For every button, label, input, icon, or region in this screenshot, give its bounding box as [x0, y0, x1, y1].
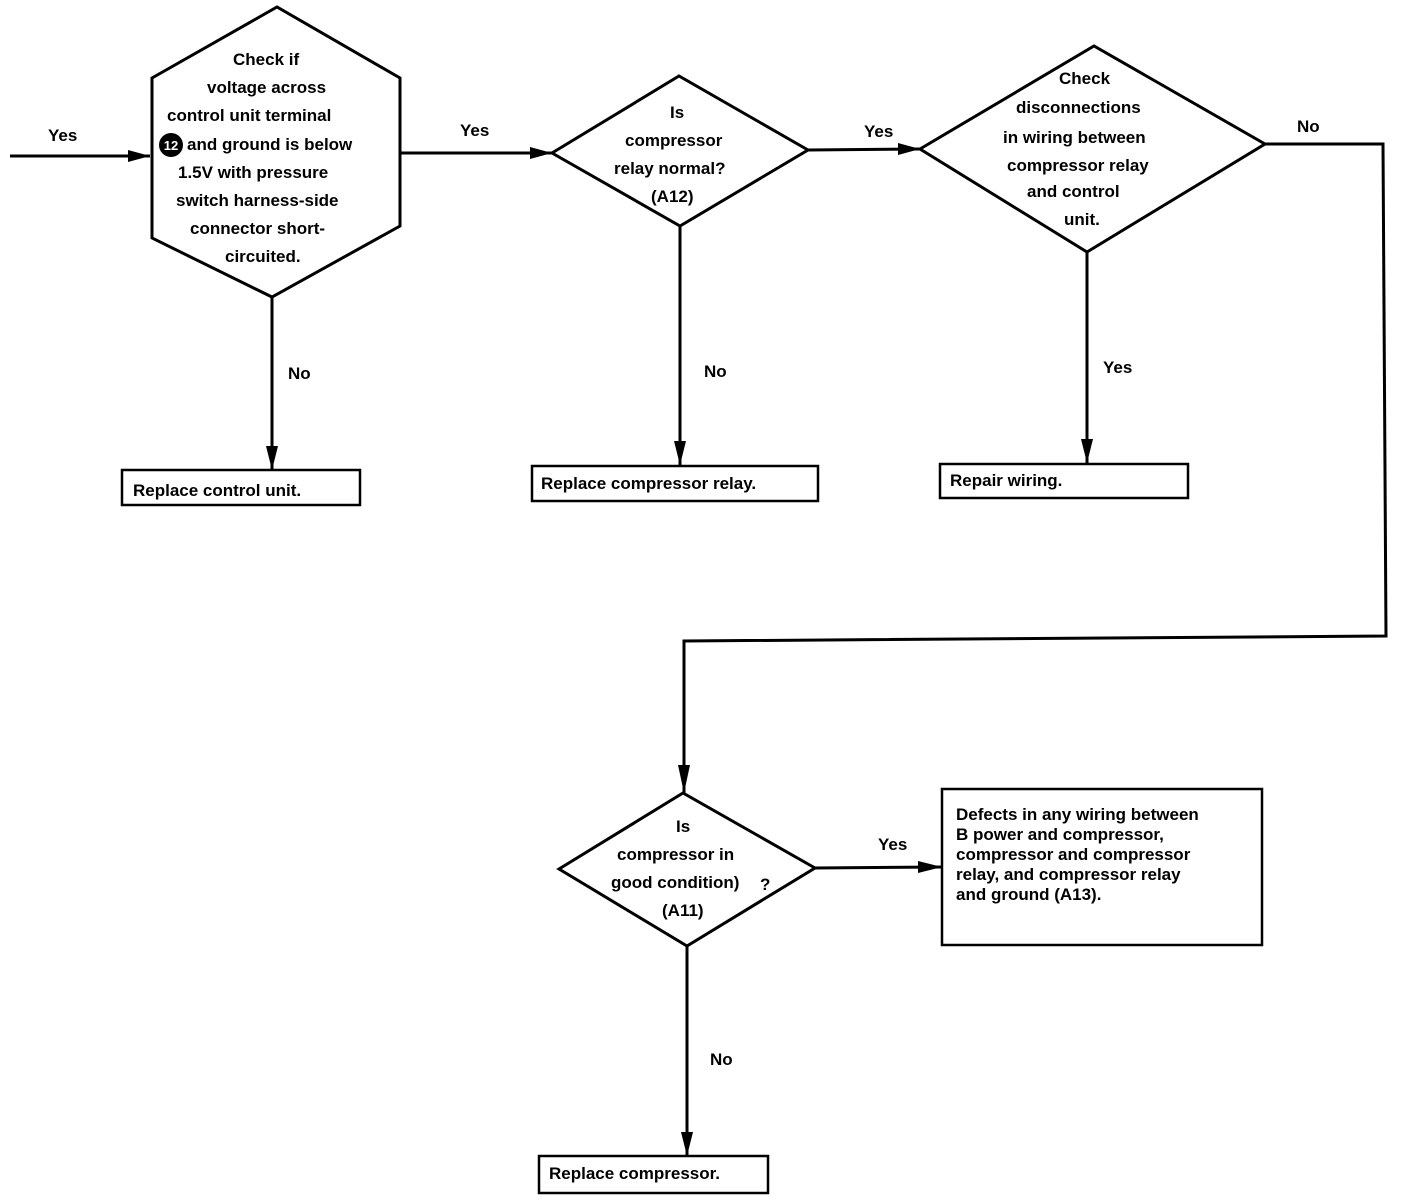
edge-label-compressor-no: No: [710, 1050, 733, 1069]
wiring-check-line-2: disconnections: [1016, 98, 1141, 117]
wiring-check-decision: [917, 44, 1268, 254]
defects-box: [940, 787, 1264, 947]
edge-label-wiring-no: No: [1297, 117, 1320, 136]
hexagon-line-6: switch harness-side: [176, 191, 339, 210]
relay-decision-line-3: relay normal?: [614, 159, 726, 178]
connector-wiring-down-arrowhead: [1081, 439, 1093, 463]
hexagon-line-8: circuited.: [225, 247, 301, 266]
replace-control-unit-label: Replace control unit.: [133, 481, 301, 500]
relay-decision-line-4: (A12): [651, 187, 694, 206]
wiring-check-line-4: compressor relay: [1007, 156, 1149, 175]
wiring-check-line-6: unit.: [1064, 210, 1100, 229]
entry-arrowhead: [128, 150, 150, 162]
edge-label-relay-yes: Yes: [864, 122, 893, 141]
hexagon-line-3: control unit terminal: [167, 106, 331, 125]
connector-relay-to-wiring-arrowhead: [898, 143, 920, 155]
defects-line-3: compressor and compressor: [956, 845, 1191, 864]
replace-control-unit-box: [120, 468, 362, 507]
relay-decision-line-1: Is: [670, 103, 684, 122]
edge-label-hex-yes: Yes: [460, 121, 489, 140]
connector-hex-to-relay-arrowhead: [530, 147, 552, 159]
connector-hex-down-arrowhead: [266, 446, 278, 470]
repair-wiring-label: Repair wiring.: [950, 471, 1062, 490]
defects-line-1: Defects in any wiring between: [956, 805, 1199, 824]
relay-decision-line-2: compressor: [625, 131, 723, 150]
defects-line-2: B power and compressor,: [956, 825, 1164, 844]
relay-normal-decision: [549, 74, 811, 228]
compressor-decision-line-3: good condition): [611, 873, 739, 892]
compressor-decision-line-2: compressor in: [617, 845, 734, 864]
connector-wiring-to-compressor: [682, 142, 1388, 793]
repair-wiring-box: [938, 462, 1190, 500]
hexagon-line-4: and ground is below: [187, 135, 353, 154]
edge-label-entry-yes: Yes: [48, 126, 77, 145]
connector-compressor-to-defects-arrowhead: [918, 861, 942, 873]
wiring-check-line-3: in wiring between: [1003, 128, 1146, 147]
voltage-check-hexagon: [150, 5, 402, 299]
compressor-decision-question-mark: ?: [760, 875, 770, 894]
edge-label-compressor-yes: Yes: [878, 835, 907, 854]
connector-wiring-no-arrowhead: [678, 765, 690, 793]
terminal-12-number: 12: [164, 138, 178, 153]
compressor-decision-line-4: (A11): [662, 901, 704, 920]
replace-compressor-box: [537, 1154, 770, 1195]
replace-relay-label: Replace compressor relay.: [541, 474, 756, 493]
wiring-check-line-1: Check: [1059, 69, 1111, 88]
hexagon-line-1: Check if: [233, 50, 299, 69]
defects-line-5: and ground (A13).: [956, 885, 1101, 904]
connector-compressor-down-arrowhead: [681, 1132, 693, 1156]
edge-label-hex-no: No: [288, 364, 311, 383]
defects-line-4: relay, and compressor relay: [956, 865, 1181, 884]
terminal-12-badge: [159, 133, 183, 157]
compressor-decision-line-1: Is: [676, 817, 690, 836]
compressor-condition-decision: [556, 791, 818, 948]
edge-label-wiring-yes: Yes: [1103, 358, 1132, 377]
hexagon-line-2: voltage across: [207, 78, 326, 97]
replace-relay-box: [530, 464, 820, 503]
connector-relay-down-arrowhead: [674, 441, 686, 465]
replace-compressor-label: Replace compressor.: [549, 1164, 720, 1183]
wiring-check-line-5: and control: [1027, 182, 1120, 201]
edge-label-relay-no: No: [704, 362, 727, 381]
hexagon-line-5: 1.5V with pressure: [178, 163, 328, 182]
hexagon-line-7: connector short-: [190, 219, 325, 238]
